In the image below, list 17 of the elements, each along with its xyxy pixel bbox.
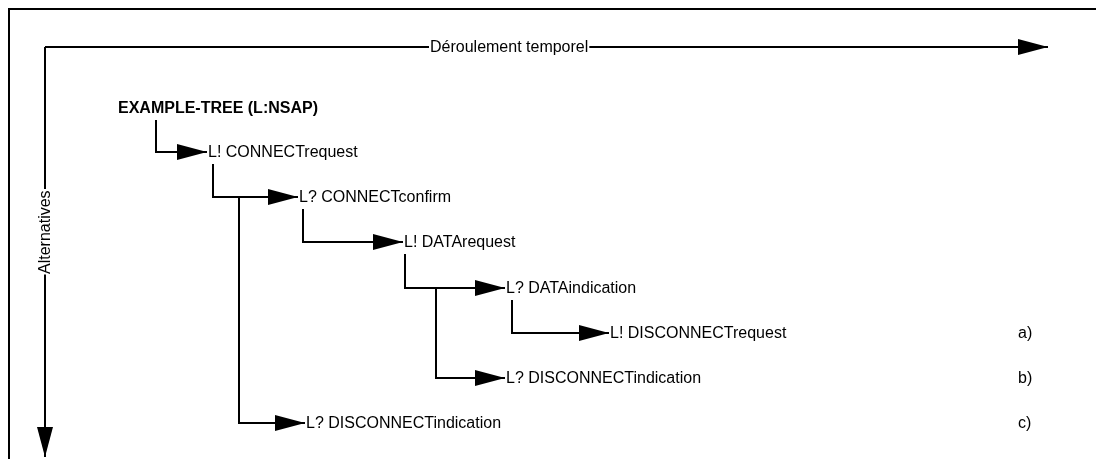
tree-arrow: [155, 119, 208, 160]
tree-arrow: [302, 208, 404, 250]
event-label: L! DATArequest: [404, 232, 516, 252]
tree-arrow: [212, 163, 306, 431]
alternative-marker: c): [1018, 413, 1032, 433]
event-label: L! CONNECTrequest: [208, 142, 358, 162]
alternative-marker: a): [1018, 323, 1033, 343]
alternative-marker: b): [1018, 368, 1033, 388]
tree-arrow: [511, 299, 610, 341]
event-label: L? DISCONNECTindication: [306, 413, 502, 433]
event-label: L? DISCONNECTindication: [506, 368, 702, 388]
event-label: L! DISCONNECTrequest: [610, 323, 787, 343]
tree-title: EXAMPLE-TREE (L:NSAP): [118, 98, 318, 118]
tree-arrow: [404, 253, 506, 386]
event-label: L? DATAindication: [506, 278, 637, 298]
axis-label: Déroulement temporel: [430, 37, 589, 57]
event-label: L? CONNECTconfirm: [299, 187, 452, 207]
